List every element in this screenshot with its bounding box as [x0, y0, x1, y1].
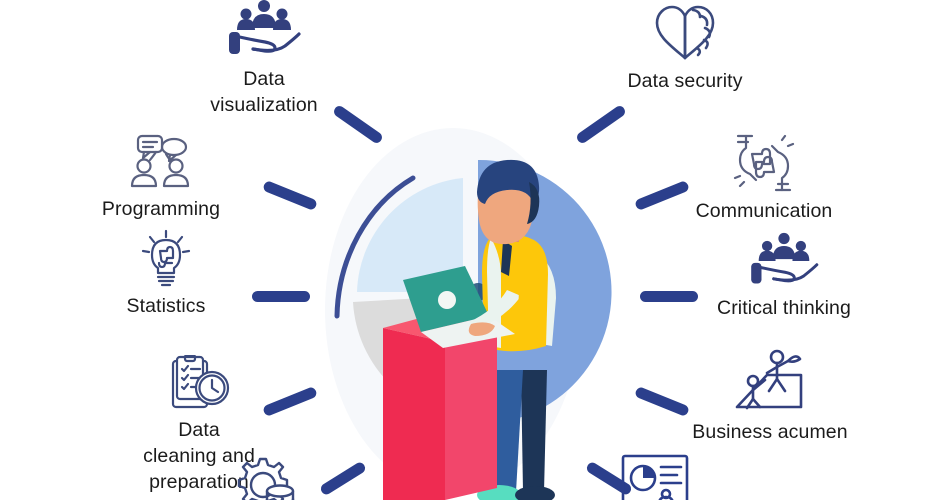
person-vest-front-flap	[517, 246, 539, 350]
skill-item-programming[interactable]: Programming	[61, 134, 261, 222]
brain-heart-icon	[651, 2, 719, 64]
clipboard-clock-icon	[165, 353, 233, 413]
skill-item-communication[interactable]: Communication	[664, 132, 864, 224]
ray-wsw	[252, 291, 310, 302]
person-leg-front	[492, 370, 523, 492]
skill-label-data-cleaning-and-preparation: Data cleaning and preparation	[143, 419, 255, 493]
skill-item-statistics[interactable]: Statistics	[66, 229, 266, 319]
skill-item-data-engineering[interactable]	[205, 455, 325, 500]
hand-holding-people-icon	[227, 0, 301, 62]
skill-label-communication: Communication	[695, 200, 833, 222]
skill-item-critical-thinking[interactable]: Critical thinking	[684, 231, 884, 321]
skill-item-data-visualization[interactable]: Data visualization	[164, 0, 364, 118]
data-analyst-with-laptop-illustration	[285, 120, 665, 500]
skill-label-programming: Programming	[101, 198, 221, 220]
skill-label-critical-thinking: Critical thinking	[717, 297, 851, 319]
laptop-logo	[438, 291, 456, 309]
skill-item-data-cleaning-and-preparation[interactable]: Data cleaning and preparation	[99, 353, 299, 495]
skill-item-business-acumen[interactable]: Business acumen	[670, 345, 870, 445]
skill-item-data-security[interactable]: Data security	[585, 2, 785, 94]
decorative-arc	[334, 175, 416, 319]
skill-label-data-security: Data security	[627, 70, 743, 92]
laptop-base	[421, 316, 515, 348]
bar-column-front	[383, 328, 445, 500]
person-shoe-rear	[515, 486, 555, 500]
person-forearm	[469, 290, 521, 328]
skill-label-statistics: Statistics	[126, 295, 206, 317]
skill-item-reporting[interactable]	[565, 452, 745, 500]
two-people-speech-bubbles-icon	[124, 134, 198, 192]
hand-holding-people-icon	[747, 231, 821, 291]
climbing-people-flag-icon	[731, 345, 809, 415]
skill-label-business-acumen: Business acumen	[692, 421, 848, 443]
lightbulb-puzzle-icon	[136, 229, 196, 289]
bar-column-side	[445, 326, 497, 500]
hands-puzzle-pieces-icon	[730, 132, 798, 194]
skill-label-data-visualization: Data visualization	[210, 68, 318, 116]
person-hair-side	[527, 182, 540, 224]
person-hair	[477, 159, 540, 204]
presentation-pie-chart-icon	[619, 452, 691, 500]
gear-database-icon	[228, 455, 302, 500]
person-tie	[501, 240, 512, 276]
pie-slice-exploded	[357, 178, 463, 292]
person-leg-rear	[521, 370, 547, 492]
ray-ese	[640, 291, 698, 302]
person-hand	[468, 322, 495, 336]
